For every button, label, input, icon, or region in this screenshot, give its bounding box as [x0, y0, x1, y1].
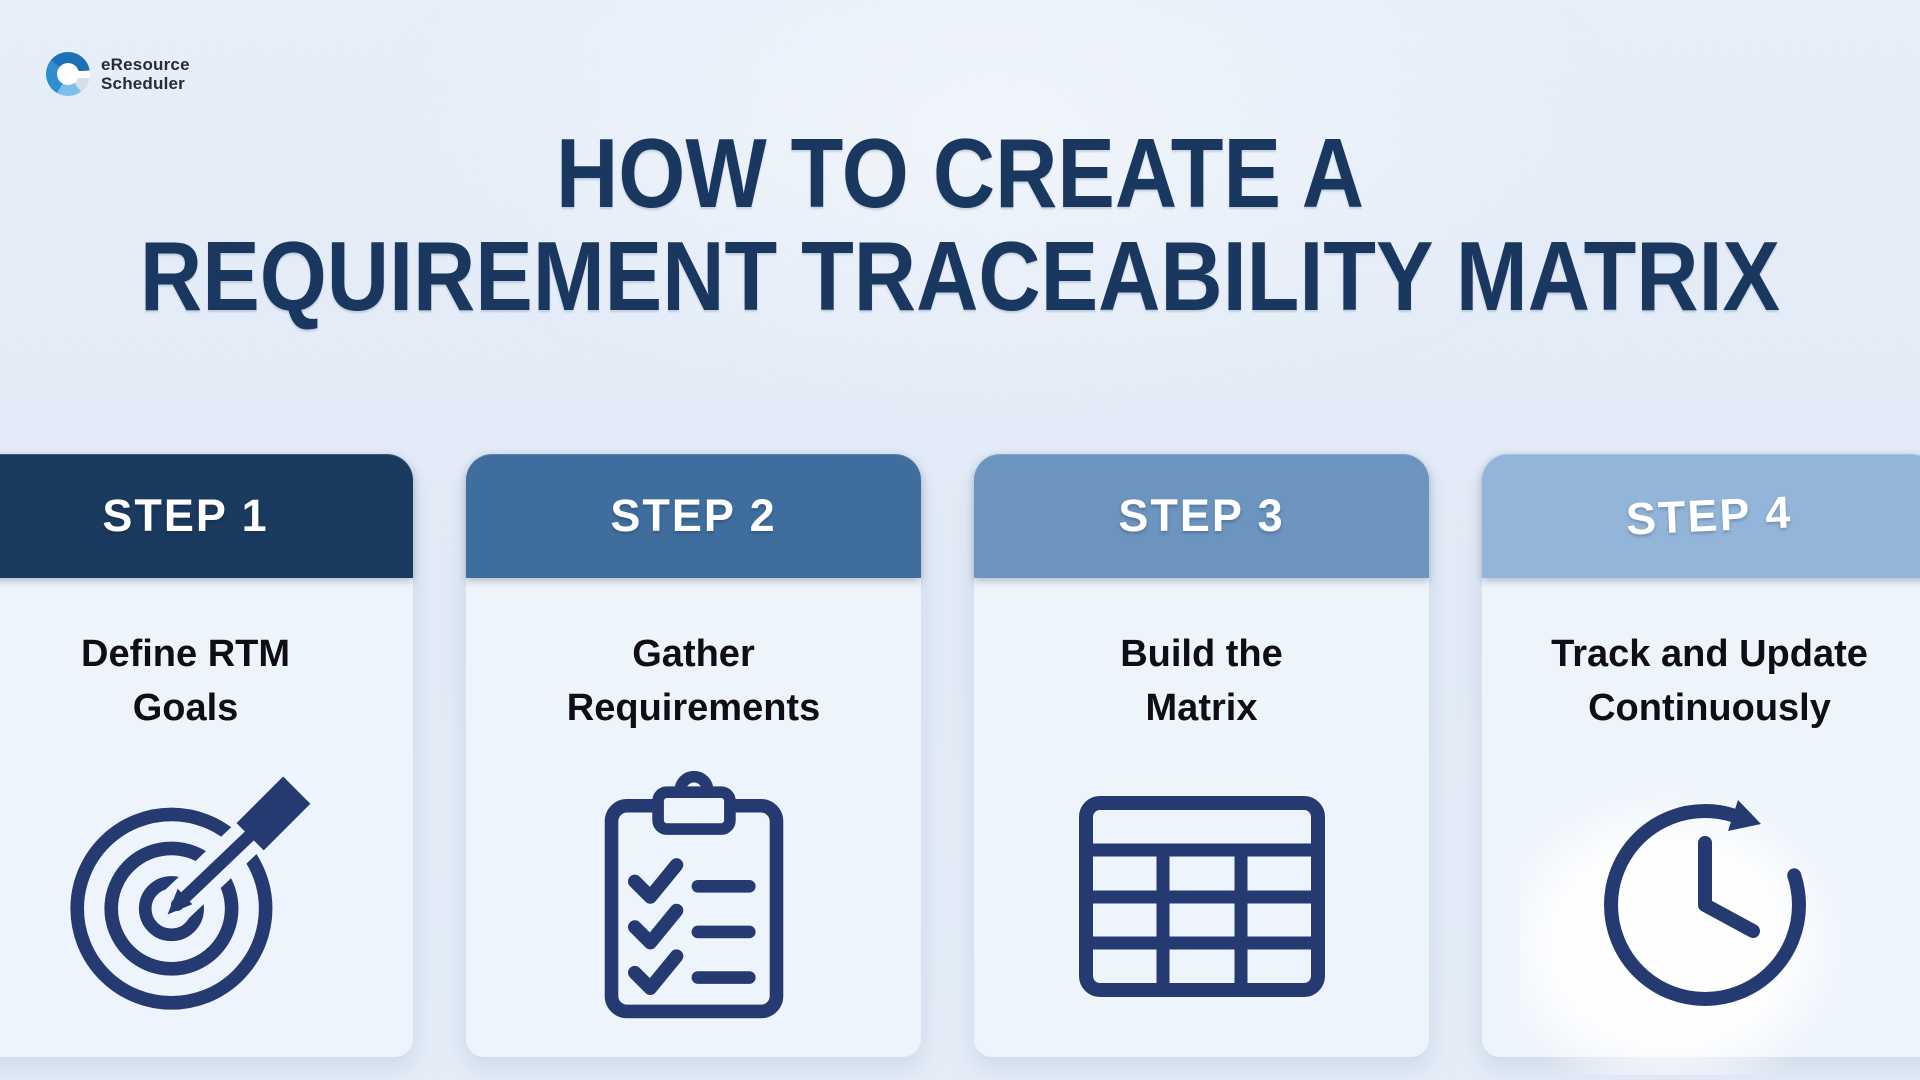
step-1-header: STEP 1 [0, 454, 413, 578]
step-2-label: STEP 2 [610, 490, 777, 541]
page-title: HOW TO CREATE A REQUIREMENT TRACEABILITY… [0, 122, 1920, 328]
step-4-header: STEP 4 [1482, 454, 1920, 578]
table-grid-icon [1078, 795, 1325, 997]
brand-name-line2: Scheduler [101, 74, 185, 93]
step-card-3: STEP 3 Build the Matrix [974, 454, 1429, 1057]
steps-row: STEP 1 Define RTM Goals STEP 2 Gather Re… [0, 454, 1920, 1075]
step-3-header: STEP 3 [974, 454, 1429, 578]
step-3-label: STEP 3 [1118, 490, 1285, 541]
step-4-title: Track and Update Continuously [1551, 633, 1868, 729]
step-4-label: STEP 4 [1625, 486, 1794, 545]
step-2-header: STEP 2 [466, 454, 921, 578]
brand-name-line1: eResource [101, 54, 190, 74]
page-title-line2: REQUIREMENT TRACEABILITY MATRIX [139, 220, 1781, 331]
page-title-line1: HOW TO CREATE A [555, 118, 1365, 228]
clipboard-checklist-icon [604, 771, 783, 1019]
step-1-title: Define RTM Goals [81, 633, 290, 729]
step-3-title: Build the Matrix [1120, 633, 1283, 729]
brand-name: eResource Scheduler [101, 55, 190, 93]
eresource-scheduler-logo-icon [46, 52, 90, 96]
step-card-1: STEP 1 Define RTM Goals [0, 454, 413, 1057]
clock-refresh-icon [1603, 800, 1806, 1007]
step-2-title: Gather Requirements [566, 633, 821, 729]
brand-logo: eResource Scheduler [46, 52, 190, 96]
step-card-4: STEP 4 Track and Update Continuously [1482, 454, 1920, 1075]
step-card-2: STEP 2 Gather Requirements [466, 454, 921, 1057]
step-1-label: STEP 1 [102, 490, 269, 541]
target-arrow-icon [69, 776, 310, 1011]
